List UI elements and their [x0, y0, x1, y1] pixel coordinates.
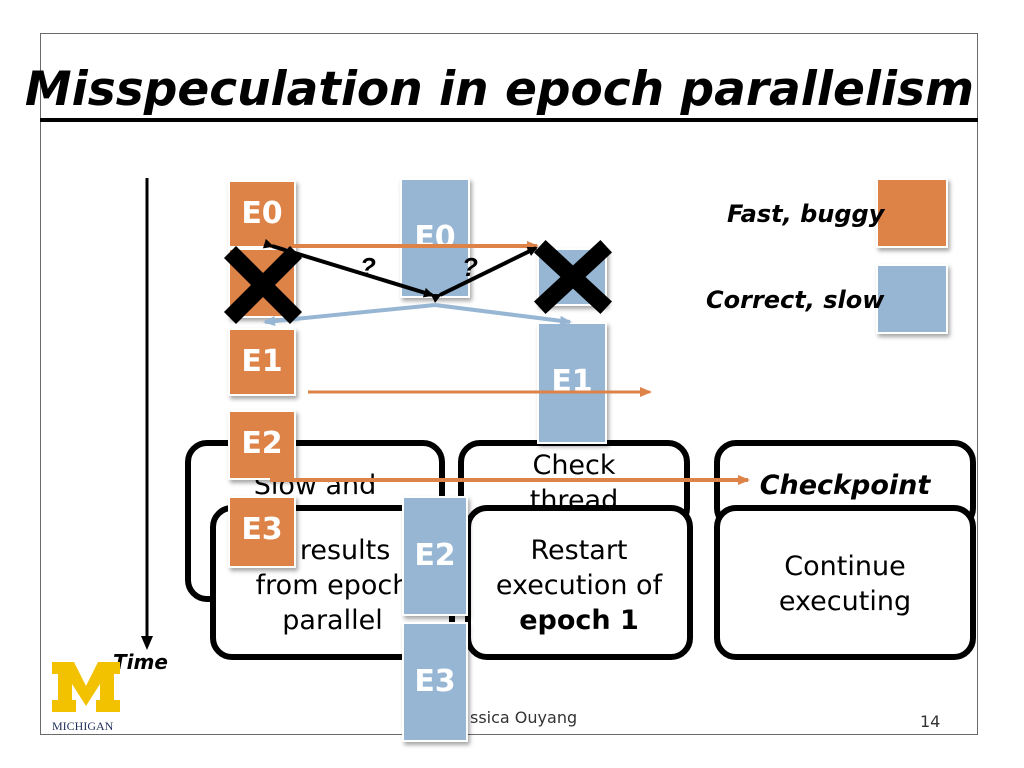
epoch-label-e2-slow: E2 [414, 538, 456, 573]
question-mark-right: ? [462, 252, 478, 282]
epoch-box-e2-slow: E2 [402, 496, 468, 616]
continue-box: Continue executing [714, 505, 976, 660]
results-line-2: from epoch [255, 570, 410, 601]
epoch-box-e1-fast: E1 [228, 328, 296, 396]
epoch-box-e3-slow: E3 [402, 622, 468, 742]
slide-frame [40, 33, 978, 735]
michigan-logo: MICHIGAN [52, 662, 120, 733]
epoch-label-e3-slow: E3 [414, 664, 456, 699]
arrow-compare-right [430, 246, 538, 304]
restart-line-1: Restart [530, 535, 628, 566]
slide-title: Misspeculation in epoch parallelism [24, 62, 974, 117]
continue-line-1: Continue [784, 551, 906, 582]
restart-line-3: epoch 1 [519, 605, 639, 636]
legend-label-slow: Correct, slow [706, 286, 885, 314]
epoch-label-e1-fast: E1 [241, 344, 283, 379]
results-line-3: parallel [282, 605, 383, 636]
time-label: Time [113, 650, 168, 674]
epoch-box-e0-fast: E0 [228, 180, 296, 248]
logo-text: MICHIGAN [52, 719, 114, 733]
legend-label-fast: Fast, buggy [727, 200, 885, 228]
title-divider [40, 118, 978, 122]
legend-swatch-fast [876, 178, 948, 248]
legend-swatch-slow [876, 264, 948, 334]
checkpoint-text: Checkpoint [759, 470, 931, 501]
arrow-compare-left [262, 238, 434, 298]
cross-icon-right [533, 239, 613, 315]
continue-line-2: executing [778, 586, 912, 617]
cross-icon-left [223, 245, 303, 325]
epoch-label-e3-fast: E3 [241, 512, 283, 547]
restart-box: Restart execution of epoch 1 [465, 505, 693, 660]
restart-line-2: execution of [495, 570, 663, 601]
question-mark-left: ? [360, 252, 376, 282]
epoch-box-e2-fast: E2 [228, 410, 296, 480]
page-number: 14 [920, 712, 941, 731]
epoch-label-e0-fast: E0 [241, 196, 283, 231]
footer-author: ssica Ouyang [470, 708, 578, 727]
epoch-box-e3-fast: E3 [228, 496, 296, 568]
arrow-slow-to-e1-slow [434, 303, 572, 326]
epoch-label-e2-fast: E2 [241, 426, 283, 461]
